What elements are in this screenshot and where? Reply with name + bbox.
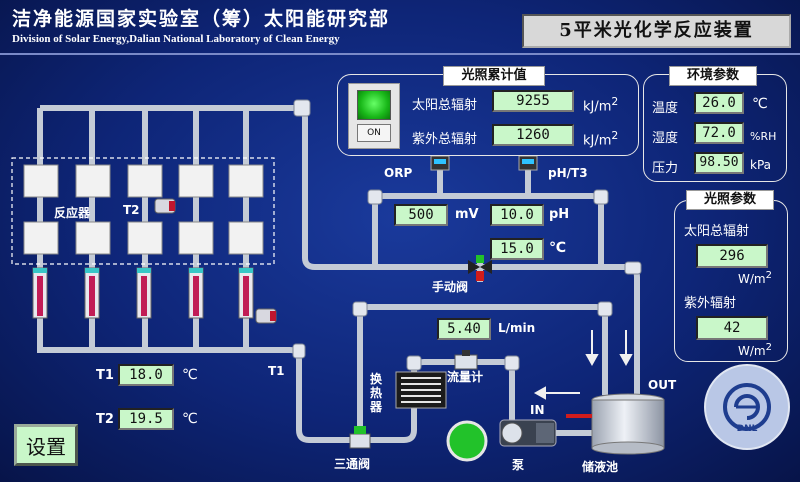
manual-valve-label: 手动阀: [432, 280, 469, 294]
t1-sensor-label: T1: [268, 364, 285, 378]
reactor-label: 反应器: [54, 206, 91, 220]
manual-valve-icon: [468, 255, 492, 281]
out-label: OUT: [648, 378, 677, 392]
org-name-en: Division of Solar Energy,Dalian National…: [12, 33, 340, 45]
tank-label: 储液池: [582, 460, 619, 474]
flowmeter-icon: [454, 350, 478, 370]
env-press-unit: kPa: [750, 158, 771, 172]
t2-label: T2: [96, 412, 114, 427]
device-title: 5平米光化学反应装置: [522, 14, 791, 48]
solar-total-unit: kJ/m2: [583, 95, 619, 115]
env-hum-unit: %RH: [750, 130, 777, 143]
reactor-panels: [23, 164, 264, 255]
unit-superscript: 2: [765, 342, 772, 353]
flowmeter-label: 流量计: [447, 370, 484, 384]
param-solar-unit: W/m2: [738, 270, 772, 286]
ph-t3-label: pH/T3: [548, 166, 588, 180]
param-solar-label: 太阳总辐射: [684, 224, 750, 239]
uv-total-unit: kJ/m2: [583, 129, 619, 149]
in-label: IN: [530, 403, 545, 417]
pump-label: 泵: [512, 458, 525, 472]
switch-lamp-icon: [357, 90, 391, 120]
reactor-group-outline: [11, 157, 275, 265]
orp-value: 500: [394, 204, 448, 226]
orp-sensor-icon: [430, 155, 450, 171]
env-press-value: 98.50: [694, 152, 744, 174]
orp-label: ORP: [384, 166, 413, 180]
dnl-emblem-icon: [723, 383, 771, 431]
heat-exchanger-icon: [395, 371, 447, 409]
param-uv-label: 紫外辐射: [684, 296, 737, 311]
ph-value: 10.0: [490, 204, 544, 226]
ph-sensor-icon: [518, 155, 538, 171]
switch-on-label: ON: [357, 124, 391, 142]
solar-total-label: 太阳总辐射: [412, 98, 478, 113]
uv-total-label: 紫外总辐射: [412, 132, 478, 147]
reactor-manifold-pipes: [37, 105, 640, 443]
pump-status-light: [446, 420, 488, 462]
t2-unit: ℃: [182, 411, 198, 427]
param-uv-unit: W/m2: [738, 342, 772, 358]
flow-unit: L/min: [498, 321, 536, 335]
light-params-title: 光照参数: [686, 190, 774, 210]
heat-exchanger-label: 换热器: [370, 372, 383, 414]
t1-unit: ℃: [182, 367, 198, 383]
env-temp-label: 温度: [652, 101, 679, 116]
t2-value: 19.5: [118, 408, 174, 430]
light-switch[interactable]: ON: [348, 83, 400, 149]
temp-sensor-t1-icon: [255, 308, 277, 324]
t3-value: 15.0: [490, 238, 544, 260]
unit-superscript: 2: [611, 129, 619, 142]
flow-arrows: [533, 330, 633, 400]
env-hum-value: 72.0: [694, 122, 744, 144]
env-title: 环境参数: [669, 66, 757, 86]
storage-tank-icon: [566, 393, 665, 455]
unit-superscript: 2: [765, 270, 772, 281]
env-temp-value: 26.0: [694, 92, 744, 114]
t1-label: T1: [96, 368, 114, 383]
param-solar-value: 296: [696, 244, 768, 268]
settings-button[interactable]: 设置: [14, 424, 78, 466]
uv-total-value: 1260: [492, 124, 574, 146]
org-name-cn: 洁净能源国家实验室（筹）太阳能研究部: [12, 8, 391, 30]
solar-total-value: 9255: [492, 90, 574, 112]
three-way-valve-icon: [349, 426, 371, 449]
three-way-valve-label: 三通阀: [334, 457, 371, 471]
ph-unit: pH: [549, 207, 570, 222]
env-press-label: 压力: [652, 161, 679, 176]
unit-superscript: 2: [611, 95, 619, 108]
env-hum-label: 湿度: [652, 131, 679, 146]
dnl-logo: DNL: [704, 364, 790, 450]
flow-value: 5.40: [437, 318, 491, 340]
env-temp-unit: ℃: [752, 96, 768, 112]
t2-sensor-label: T2: [123, 203, 140, 217]
pump-icon: [499, 419, 596, 447]
dnl-logo-text: DNL: [736, 424, 758, 434]
light-total-title: 光照累计值: [443, 66, 545, 86]
param-uv-value: 42: [696, 316, 768, 340]
orp-unit: mV: [455, 207, 479, 222]
t1-value: 18.0: [118, 364, 174, 386]
header-divider: [0, 53, 800, 55]
temp-sensor-t2-icon: [154, 198, 176, 214]
t3-unit: ℃: [549, 240, 566, 256]
flow-rotameters: [32, 267, 254, 319]
